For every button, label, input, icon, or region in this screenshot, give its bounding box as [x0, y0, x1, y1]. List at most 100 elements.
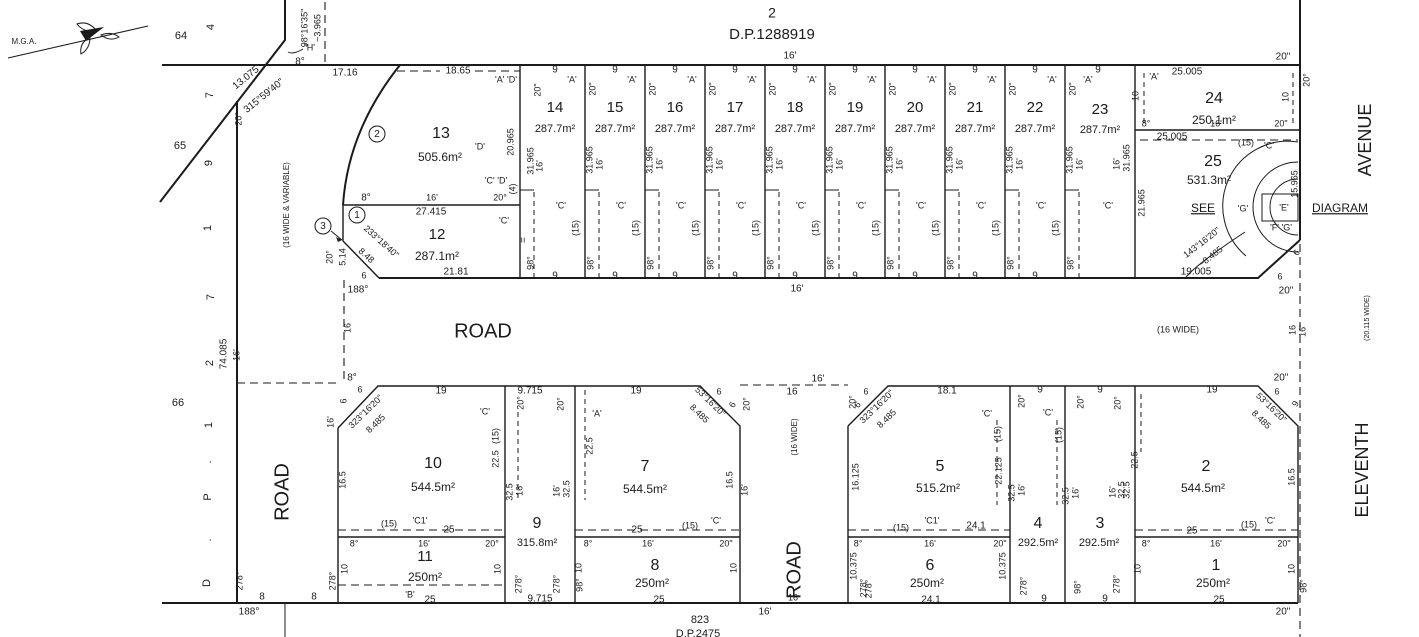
- dim-label: 98°16'35": [299, 9, 309, 48]
- lot-area-14: 287.7m²: [535, 123, 576, 135]
- dim-label: 20": [993, 538, 1006, 548]
- dim-label: 20°: [493, 192, 507, 202]
- dim-label: 'A': [1149, 71, 1159, 81]
- dim-label: 25.005: [1157, 132, 1188, 143]
- dim-label: 16': [739, 484, 749, 496]
- dim-label: 32.5: [561, 480, 571, 498]
- lot-number-8: 8: [651, 557, 660, 574]
- dim-label: 20": [1277, 538, 1290, 548]
- dim-label: 20": [827, 82, 837, 95]
- dim-label: 'C1': [925, 515, 940, 525]
- lot-area-18: 287.7m²: [775, 123, 816, 135]
- dim-label: ~3.965: [312, 14, 322, 42]
- lot-number-2: 2: [1202, 458, 1211, 475]
- dim-label: 8°: [361, 193, 371, 204]
- dim-label: 20": [1276, 607, 1291, 618]
- dim-label: 20": [233, 112, 243, 125]
- dim-label: 10: [1130, 91, 1140, 101]
- dim-label: 'G': [1238, 203, 1249, 213]
- dim-label: 16': [811, 374, 824, 385]
- dim-label: 9: [912, 65, 918, 76]
- lot-number-1: 1: [1212, 557, 1221, 574]
- dim-label: 'C': [499, 215, 509, 225]
- lot-number-17: 17: [727, 99, 744, 116]
- dim-label: 'C': [982, 408, 992, 418]
- dim-label: 'A': [1047, 74, 1057, 84]
- dim-label: 16': [1297, 325, 1307, 337]
- dim-label: 8°: [1142, 538, 1151, 548]
- lot-number-22: 22: [1027, 99, 1044, 116]
- dim-label: 31.965: [704, 146, 714, 174]
- dim-label: 16': [1074, 158, 1084, 170]
- dim-label: 6: [361, 270, 366, 280]
- dim-label: 31.965: [764, 146, 774, 174]
- dim-label: 20": [887, 82, 897, 95]
- lot-number-13: 13: [432, 125, 450, 142]
- dim-label: 98°: [705, 256, 715, 270]
- dim-label: 'C' 'D': [485, 175, 508, 185]
- dim-label: 98°: [1298, 579, 1308, 593]
- lot-area-25: 531.3m²: [1187, 173, 1231, 187]
- dim-label: 20°: [741, 397, 751, 411]
- dim-label: 25: [653, 595, 665, 606]
- dim-label: 'C': [1264, 140, 1274, 150]
- dim-label: 'A': [987, 74, 997, 84]
- dim-label: 7: [205, 294, 217, 300]
- dim-label: 'C': [1103, 200, 1113, 210]
- dim-label: 9: [1290, 399, 1301, 408]
- dim-label: 16: [788, 592, 798, 602]
- lot-area-2: 544.5m²: [1181, 481, 1225, 495]
- lot-area-13: 505.6m²: [418, 150, 462, 164]
- lot-area-3: 292.5m²: [1079, 537, 1120, 549]
- dim-label: 31.965: [525, 147, 535, 175]
- dim-label: 'C': [676, 200, 686, 210]
- dim-label: 9.715: [517, 386, 542, 397]
- dim-label: 278°: [327, 571, 337, 590]
- dim-label: 20°: [555, 397, 565, 411]
- dim-label: 21.965: [1136, 189, 1146, 217]
- lot-number-3: 3: [1096, 515, 1105, 532]
- dim-label: 4: [205, 24, 217, 30]
- dim-label: 9: [732, 65, 738, 76]
- lot-number-23: 23: [1092, 101, 1109, 118]
- road-width-note-west: (16 WIDE & VARIABLE): [282, 162, 291, 248]
- dim-label: 16': [1210, 538, 1222, 548]
- dim-label: 16.5: [724, 471, 734, 489]
- leader-arrows: [287, 48, 343, 242]
- dim-label: 98°: [1072, 580, 1082, 594]
- dim-label: 'A': [1083, 74, 1093, 84]
- dim-label: (15): [1238, 137, 1254, 147]
- dim-label: 9: [672, 65, 678, 76]
- dim-label: 'H': [305, 42, 315, 52]
- diagram-label: DIAGRAM: [1312, 201, 1368, 215]
- dim-label: (15): [381, 518, 397, 528]
- dim-label: 188°: [239, 607, 260, 618]
- dim-label: 20": [1276, 52, 1291, 63]
- dim-label: 'B': [405, 589, 415, 599]
- dim-label: 20": [767, 82, 777, 95]
- dim-label: 22.5: [490, 450, 500, 468]
- adjoining-lot-823: 823: [691, 614, 709, 626]
- lot-number-7: 7: [641, 458, 650, 475]
- lot-number-18: 18: [787, 99, 804, 116]
- dim-label: 25: [1213, 595, 1225, 606]
- dim-label: 16': [551, 485, 561, 497]
- dim-label: 18.65: [445, 66, 470, 77]
- dim-label: 6: [357, 384, 362, 394]
- dim-label: 9: [852, 65, 858, 76]
- dim-label: (15): [870, 220, 880, 236]
- dim-label: P: [202, 493, 214, 500]
- dim-label: (15): [930, 220, 940, 236]
- dim-label: 21.81: [443, 267, 468, 278]
- dim-label: 9: [972, 271, 978, 282]
- dim-label: 24.1: [966, 521, 986, 532]
- lot-area-7: 544.5m²: [623, 482, 667, 496]
- lot12-13-lines: [342, 64, 520, 279]
- dim-label: 31.965: [1064, 146, 1074, 174]
- dim-label: 20": [947, 82, 957, 95]
- lot-area-8: 250m²: [635, 576, 669, 590]
- lot-area-24: 250.1m²: [1192, 113, 1236, 127]
- dim-label: 9: [1032, 271, 1038, 282]
- dim-label: 16': [1107, 486, 1117, 498]
